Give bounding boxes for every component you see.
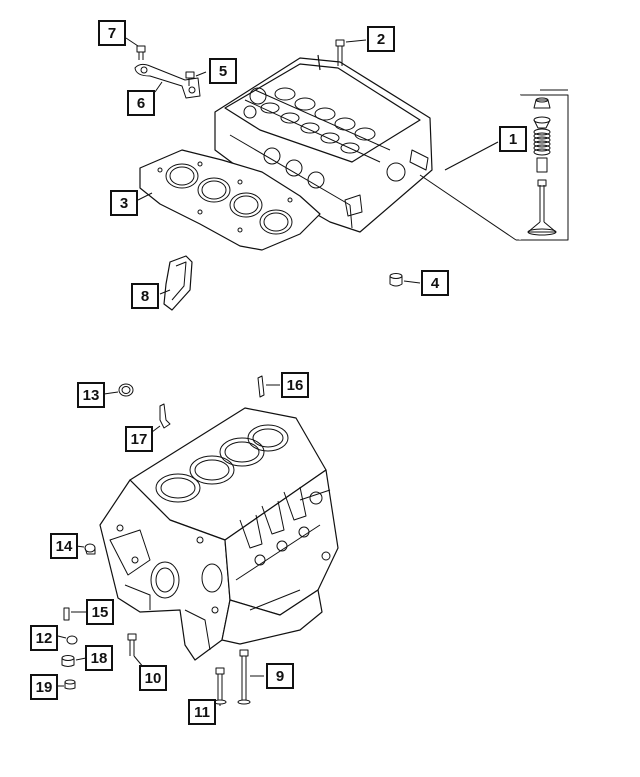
bolt-9 (237, 649, 264, 705)
callout-4: 4 (421, 270, 449, 296)
callout-14: 14 (50, 533, 78, 559)
callout-3: 3 (110, 190, 138, 216)
plug-14 (75, 543, 96, 555)
callout-9: 9 (266, 663, 294, 689)
sleeve-19 (56, 679, 76, 690)
callout-2: 2 (367, 26, 395, 52)
callout-12: 12 (30, 625, 58, 651)
head-bolt (335, 39, 367, 66)
bolt-10 (127, 633, 145, 669)
small-bolt-5 (185, 71, 207, 86)
callout-16: 16 (281, 372, 309, 398)
valve-assembly (527, 97, 557, 236)
nozzle-17 (151, 403, 171, 433)
small-bolt-7 (125, 37, 146, 60)
callout-15: 15 (86, 599, 114, 625)
bolt-11 (213, 667, 227, 706)
callout-5: 5 (209, 58, 237, 84)
callout-6: 6 (127, 90, 155, 116)
dowel-4 (389, 273, 421, 287)
cover-8 (159, 255, 193, 311)
callout-13: 13 (77, 382, 105, 408)
callout-17: 17 (125, 426, 153, 452)
sensor-16 (257, 375, 280, 398)
cylinder-block (99, 407, 339, 661)
callout-11: 11 (188, 699, 216, 725)
callout-19: 19 (30, 674, 58, 700)
callout-7: 7 (98, 20, 126, 46)
callout-1: 1 (499, 126, 527, 152)
callout-10: 10 (139, 665, 167, 691)
head-gasket (137, 149, 321, 251)
plug-13 (103, 383, 134, 397)
bracket-6 (134, 63, 201, 99)
pin-15 (63, 607, 86, 621)
washer-12 (57, 635, 78, 645)
cylinder-head (214, 54, 433, 233)
callout-18: 18 (85, 645, 113, 671)
callout-8: 8 (131, 283, 159, 309)
sleeve-18 (61, 655, 87, 667)
